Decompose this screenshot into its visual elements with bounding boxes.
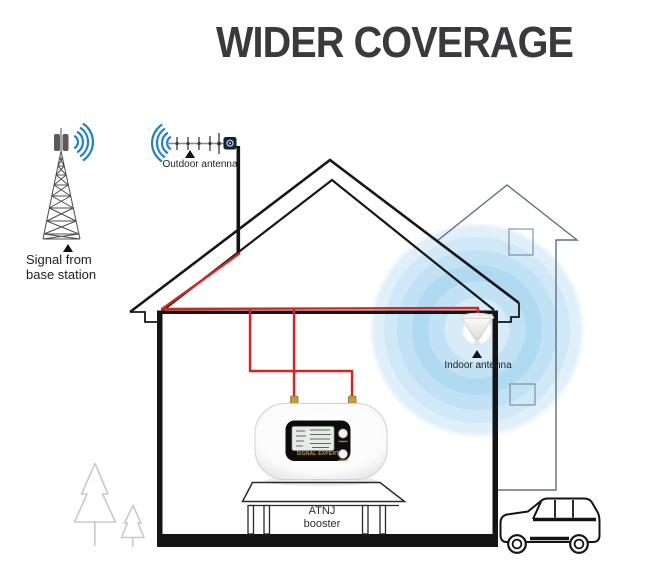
background-house	[436, 184, 580, 491]
cable-drop-right	[248, 308, 354, 398]
booster-lcd	[291, 426, 335, 451]
booster-knob-bottom	[337, 448, 348, 459]
ceiling	[160, 310, 494, 314]
background-house-window-upper	[508, 228, 534, 256]
antenna-mast	[236, 146, 241, 253]
roof-eave-left	[130, 311, 158, 323]
car-wheel-rear	[569, 534, 589, 554]
booster-device	[254, 395, 388, 486]
indoor-antenna-cone	[461, 318, 493, 341]
outdoor-antenna	[151, 123, 241, 253]
booster-label: ATNJ booster	[304, 505, 341, 531]
page-title: WIDER COVERAGE	[216, 18, 574, 67]
booster-label-line2: booster	[303, 518, 341, 530]
indoor-antenna-pointer-icon	[472, 349, 482, 358]
pine-trees	[73, 462, 145, 547]
booster-brand-label: SIGNAL EXPERT	[296, 451, 340, 457]
booster-knob-top	[337, 428, 348, 439]
cable-roof-ceiling	[160, 252, 480, 311]
tower-antenna-panel-left	[54, 134, 60, 151]
floor	[157, 534, 498, 547]
tower-label: Signal from base station	[26, 252, 96, 282]
car-wheel-front	[507, 534, 527, 554]
indoor-antenna-label: Indoor antenna	[444, 360, 512, 371]
table-legs	[247, 504, 387, 535]
outdoor-antenna-pointer-icon	[185, 149, 195, 158]
table	[241, 481, 407, 535]
coax-cables	[160, 252, 480, 398]
pine-tree-small	[120, 504, 145, 539]
booster-label-line1: ATNJ	[308, 505, 336, 517]
tower-antenna-panel-right	[62, 134, 69, 151]
tower-label-line1: Signal from	[26, 252, 92, 267]
roof-outer	[129, 158, 520, 314]
tower-signal-waves-icon	[73, 122, 94, 162]
wall-left	[157, 310, 163, 547]
lcd-readout-marks	[296, 429, 331, 448]
pine-tree-large	[73, 462, 117, 523]
car	[499, 497, 601, 554]
wall-right	[492, 310, 498, 547]
background-house-window-lower	[509, 383, 536, 406]
roof-eave-right	[498, 303, 520, 323]
outdoor-antenna-label: Outdoor antenna	[162, 159, 238, 170]
tower-lattice	[42, 128, 81, 240]
tower-label-line2: base station	[26, 267, 97, 282]
tower-pointer-icon	[63, 244, 73, 252]
cell-tower	[42, 122, 94, 240]
table-top	[241, 481, 407, 503]
indoor-antenna	[460, 312, 494, 346]
